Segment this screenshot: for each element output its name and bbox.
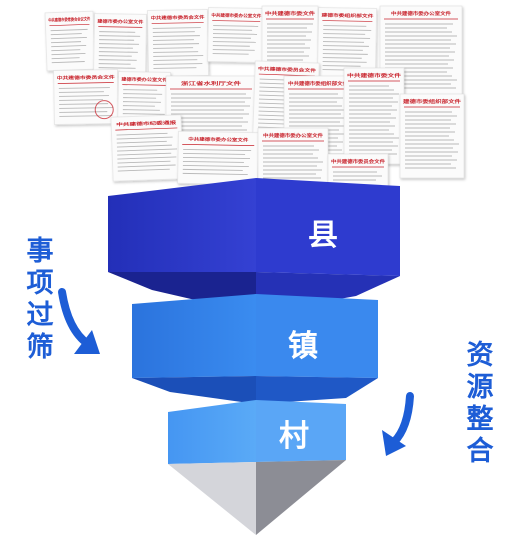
document-header: 建德市委组织部文件 [402, 98, 462, 105]
document-header: 中共建德市委员会文件 [331, 158, 386, 165]
official-seal-icon [94, 100, 114, 120]
right-caption: 资 源 整 合 [462, 340, 498, 468]
document-sheet: 中共建德市委文件 [343, 67, 405, 165]
document-header: 中共建德市委员会文件 [150, 14, 205, 22]
right-caption-char: 源 [466, 372, 494, 403]
left-caption-char: 项 [26, 268, 54, 299]
level-county-label: 县 [308, 218, 338, 253]
level-village-front [168, 400, 256, 464]
document-sheet: 建德市委组织部文件 [317, 7, 377, 79]
document-header: 中共建德市委员会文件 [57, 73, 116, 81]
document-sheet: 中共建德市委员会文件 [53, 69, 119, 125]
level-village-front-right [256, 400, 346, 462]
document-header: 中共建德市委办公室文件 [263, 132, 324, 139]
document-header: 浙江省水利厅文件 [181, 80, 242, 87]
document-header: 建德市委组织部文件 [320, 12, 374, 20]
level-county-front [108, 178, 256, 272]
document-sheet: 建德市委办公室文件 [93, 13, 147, 77]
document-sheet: 建德市委组织部文件 [399, 93, 465, 179]
funnel-level-village: 村 [168, 400, 346, 464]
tip-left [168, 462, 256, 535]
document-sheet: 中共建德市委办公室文件 [257, 127, 329, 189]
right-caption-char: 资 [466, 340, 494, 371]
level-village-label: 村 [279, 419, 309, 454]
document-header: 中共建德市委员会文件 [258, 65, 317, 74]
right-caption-char: 整 [466, 404, 494, 435]
left-caption: 事 项 过 筛 [22, 236, 58, 364]
document-header: 中共建德市委常委会会议文件 [48, 15, 91, 23]
document-sheet: 中共建德市委办公室文件 [207, 7, 265, 63]
document-header: 建德市委办公室文件 [96, 18, 144, 26]
document-sheet: 中共建德市委办公室文件 [177, 131, 259, 185]
funnel-level-town: 镇 [132, 294, 378, 404]
document-header: 中共建德市纪委通报 [116, 119, 177, 128]
document-collage: 中共建德市委常委会会议文件建德市委办公室文件中共建德市委员会文件中共建德市委办公… [44, 5, 465, 191]
tip-right [256, 460, 346, 535]
level-town-front [132, 294, 256, 378]
document-header: 中共建德市委办公室文件 [391, 10, 452, 17]
funnel: 县 镇 村 [108, 178, 400, 535]
document-header: 中共建德市委文件 [265, 10, 316, 17]
right-caption-char: 合 [466, 436, 494, 467]
level-town-shadow [132, 376, 256, 404]
down-arrow-right-icon [382, 392, 414, 456]
document-header: 中共建德市委办公室文件 [211, 12, 262, 20]
level-town-front-right [256, 294, 378, 378]
document-header: 建德市委办公室文件 [120, 76, 168, 84]
left-caption-char: 过 [26, 300, 54, 331]
funnel-level-county: 县 [108, 178, 400, 314]
level-town-shadow-right [256, 376, 378, 404]
document-header: 中共建德市委办公室文件 [188, 135, 249, 143]
document-sheet: 中共建德市纪委通报 [110, 114, 184, 182]
document-header: 中共建德市委组织部文件 [288, 80, 349, 87]
document-header: 中共建德市委文件 [347, 72, 402, 79]
document-sheet: 中共建德市委文件 [261, 5, 319, 71]
document-sheet: 中共建德市委员会文件 [147, 9, 209, 77]
down-arrow-left-icon [58, 288, 100, 354]
level-county-front-right [256, 178, 400, 276]
level-town-label: 镇 [288, 329, 318, 364]
left-caption-char: 筛 [26, 332, 54, 363]
document-sheet: 中共建德市委常委会会议文件 [44, 10, 96, 72]
funnel-tip [168, 460, 346, 535]
left-caption-char: 事 [26, 236, 54, 267]
